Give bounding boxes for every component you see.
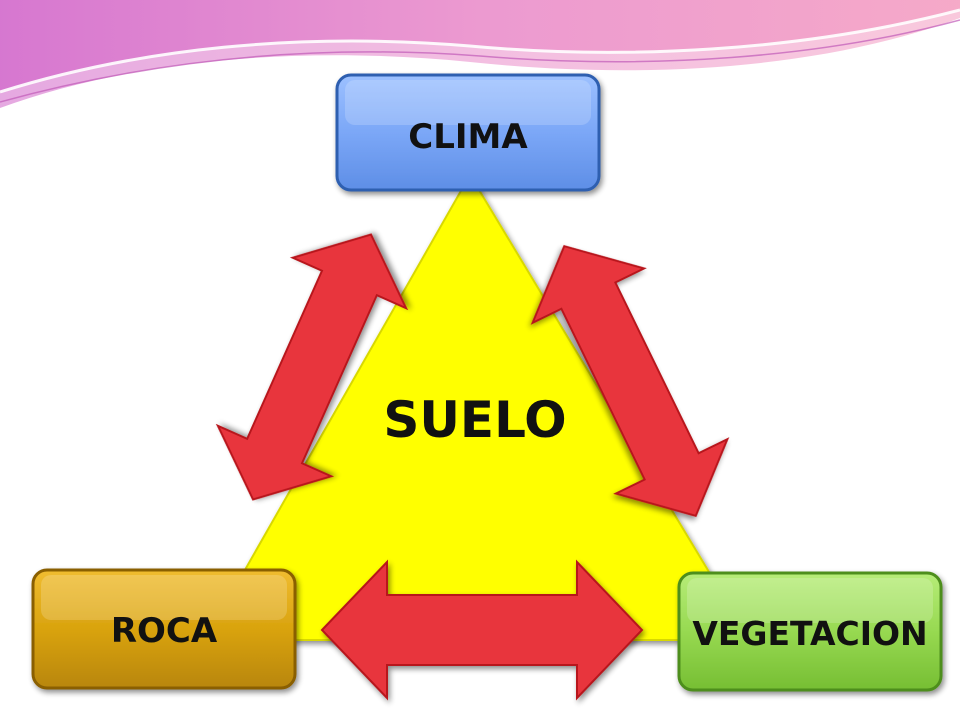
node-vegetacion: [677, 571, 943, 692]
node-clima-label: CLIMA: [408, 117, 528, 157]
node-roca: [31, 568, 297, 690]
header-wave: [0, 0, 960, 108]
arrow-roca-vegetacion: [320, 559, 644, 701]
arrow-clima-vegetacion: [530, 244, 730, 518]
center-label: SUELO: [383, 391, 566, 449]
node-roca-label: ROCA: [111, 611, 218, 651]
arrow-clima-roca: [215, 233, 409, 501]
node-clima: [335, 73, 601, 192]
node-vegetacion-label: VEGETACION: [692, 614, 927, 653]
